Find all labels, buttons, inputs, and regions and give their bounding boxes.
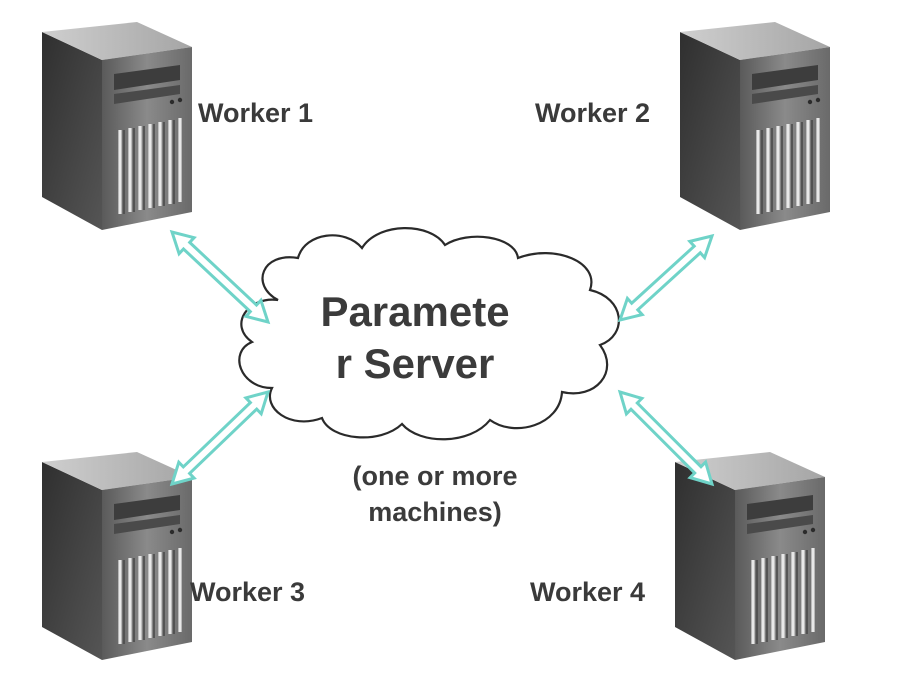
parameter-server-subtitle-line-2: machines) — [368, 497, 502, 527]
arrow-worker-2-double-arrow-icon — [617, 233, 715, 323]
arrow-worker-4-double-arrow-icon — [617, 389, 715, 487]
arrow-worker-3-double-arrow-icon — [169, 389, 271, 487]
parameter-server-subtitle-line-1: (one or more — [352, 461, 518, 491]
worker-2-server-icon — [680, 22, 830, 232]
worker-4-server-icon — [675, 452, 825, 662]
worker-1-server-icon — [42, 22, 192, 232]
parameter-server-title-line-1: Paramete — [320, 288, 510, 335]
parameter-server-title: Paramete r Server — [260, 286, 570, 390]
parameter-server-title-line-2: r Server — [335, 340, 495, 387]
cloud-icon — [238, 227, 620, 441]
worker-4-label: Worker 4 — [530, 577, 646, 607]
worker-3-label: Worker 3 — [190, 577, 306, 607]
arrow-worker-1-double-arrow-icon — [169, 229, 271, 325]
worker-1-label: Worker 1 — [198, 98, 314, 128]
worker-3-server-icon — [42, 452, 192, 662]
parameter-server-subtitle: (one or more machines) — [305, 458, 565, 530]
worker-2-label: Worker 2 — [535, 98, 651, 128]
